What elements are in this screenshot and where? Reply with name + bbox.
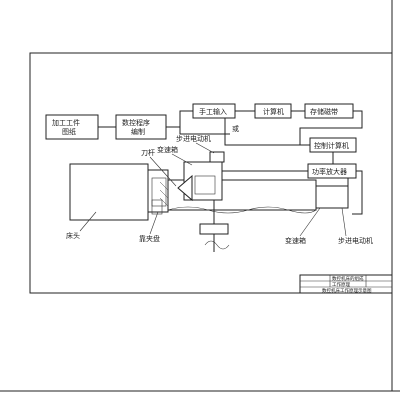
hatch-2 — [159, 189, 169, 199]
or-label: 或 — [232, 124, 239, 133]
program-label: 数控程序 编制 — [122, 118, 152, 136]
top-stepper-label: 步进电动机 — [176, 134, 211, 143]
carriage — [199, 223, 229, 235]
manual-input-label: 手工输入 — [199, 107, 227, 116]
hatch-3 — [159, 197, 169, 207]
control-computer-label: 控制计算机 — [314, 141, 349, 150]
link-program-or — [179, 127, 230, 135]
tool-holder — [194, 175, 216, 195]
title-block — [299, 274, 393, 294]
title-block-row2-text: 工作原理 — [332, 281, 350, 288]
handwheel-curve — [204, 240, 230, 250]
link-amp-bottom-motor — [352, 170, 363, 215]
part-drawing-line2: 图纸 — [62, 127, 76, 136]
program-line2: 编制 — [131, 127, 145, 136]
bottom-stepper-label: 步进电动机 — [338, 236, 373, 245]
program-line1: 数控程序 — [122, 118, 150, 127]
spindle-box-leader — [79, 211, 97, 232]
program-box — [115, 114, 167, 140]
storage-label: 存储磁带 — [310, 107, 338, 116]
part-drawing-box — [45, 114, 99, 140]
link-amp-top-motor — [221, 160, 308, 172]
bottom-stepper-leader — [341, 207, 347, 237]
title-block-caption: 数控机床工作原理示意图 — [322, 287, 372, 294]
chuck-leader — [149, 211, 159, 235]
bottom-gearbox-label: 变速箱 — [285, 236, 306, 245]
bed-wave-line — [167, 206, 317, 214]
top-gearbox-leader — [171, 153, 193, 166]
part-drawing-label: 加工工件 图纸 — [52, 118, 82, 136]
link-program-manual — [166, 110, 193, 128]
link-manual-control — [224, 118, 310, 146]
chuck-label: 靠夹盘 — [139, 234, 160, 243]
tool-label: 刀杆 — [141, 148, 155, 157]
chuck-inner — [151, 177, 167, 207]
power-amp-label: 功率放大器 — [312, 167, 347, 176]
cutting-tool — [177, 174, 193, 202]
chuck-body — [147, 169, 169, 213]
hatch-1 — [159, 181, 169, 191]
top-stepper-motor — [209, 151, 225, 163]
spindle-box — [69, 163, 149, 221]
title-block-row1-text: 数控机床的组成 — [332, 275, 364, 282]
bottom-gearbox-leader — [299, 207, 321, 237]
part-drawing-line1: 加工工件 — [52, 118, 80, 127]
tool-leader — [149, 156, 177, 187]
bottom-motor-housing — [315, 185, 349, 209]
top-gearbox-label: 变速箱 — [157, 145, 178, 154]
calculator-label: 计算机 — [263, 107, 284, 116]
spindle-box-label: 床头 — [66, 231, 80, 240]
top-stepper-leader — [195, 142, 215, 154]
